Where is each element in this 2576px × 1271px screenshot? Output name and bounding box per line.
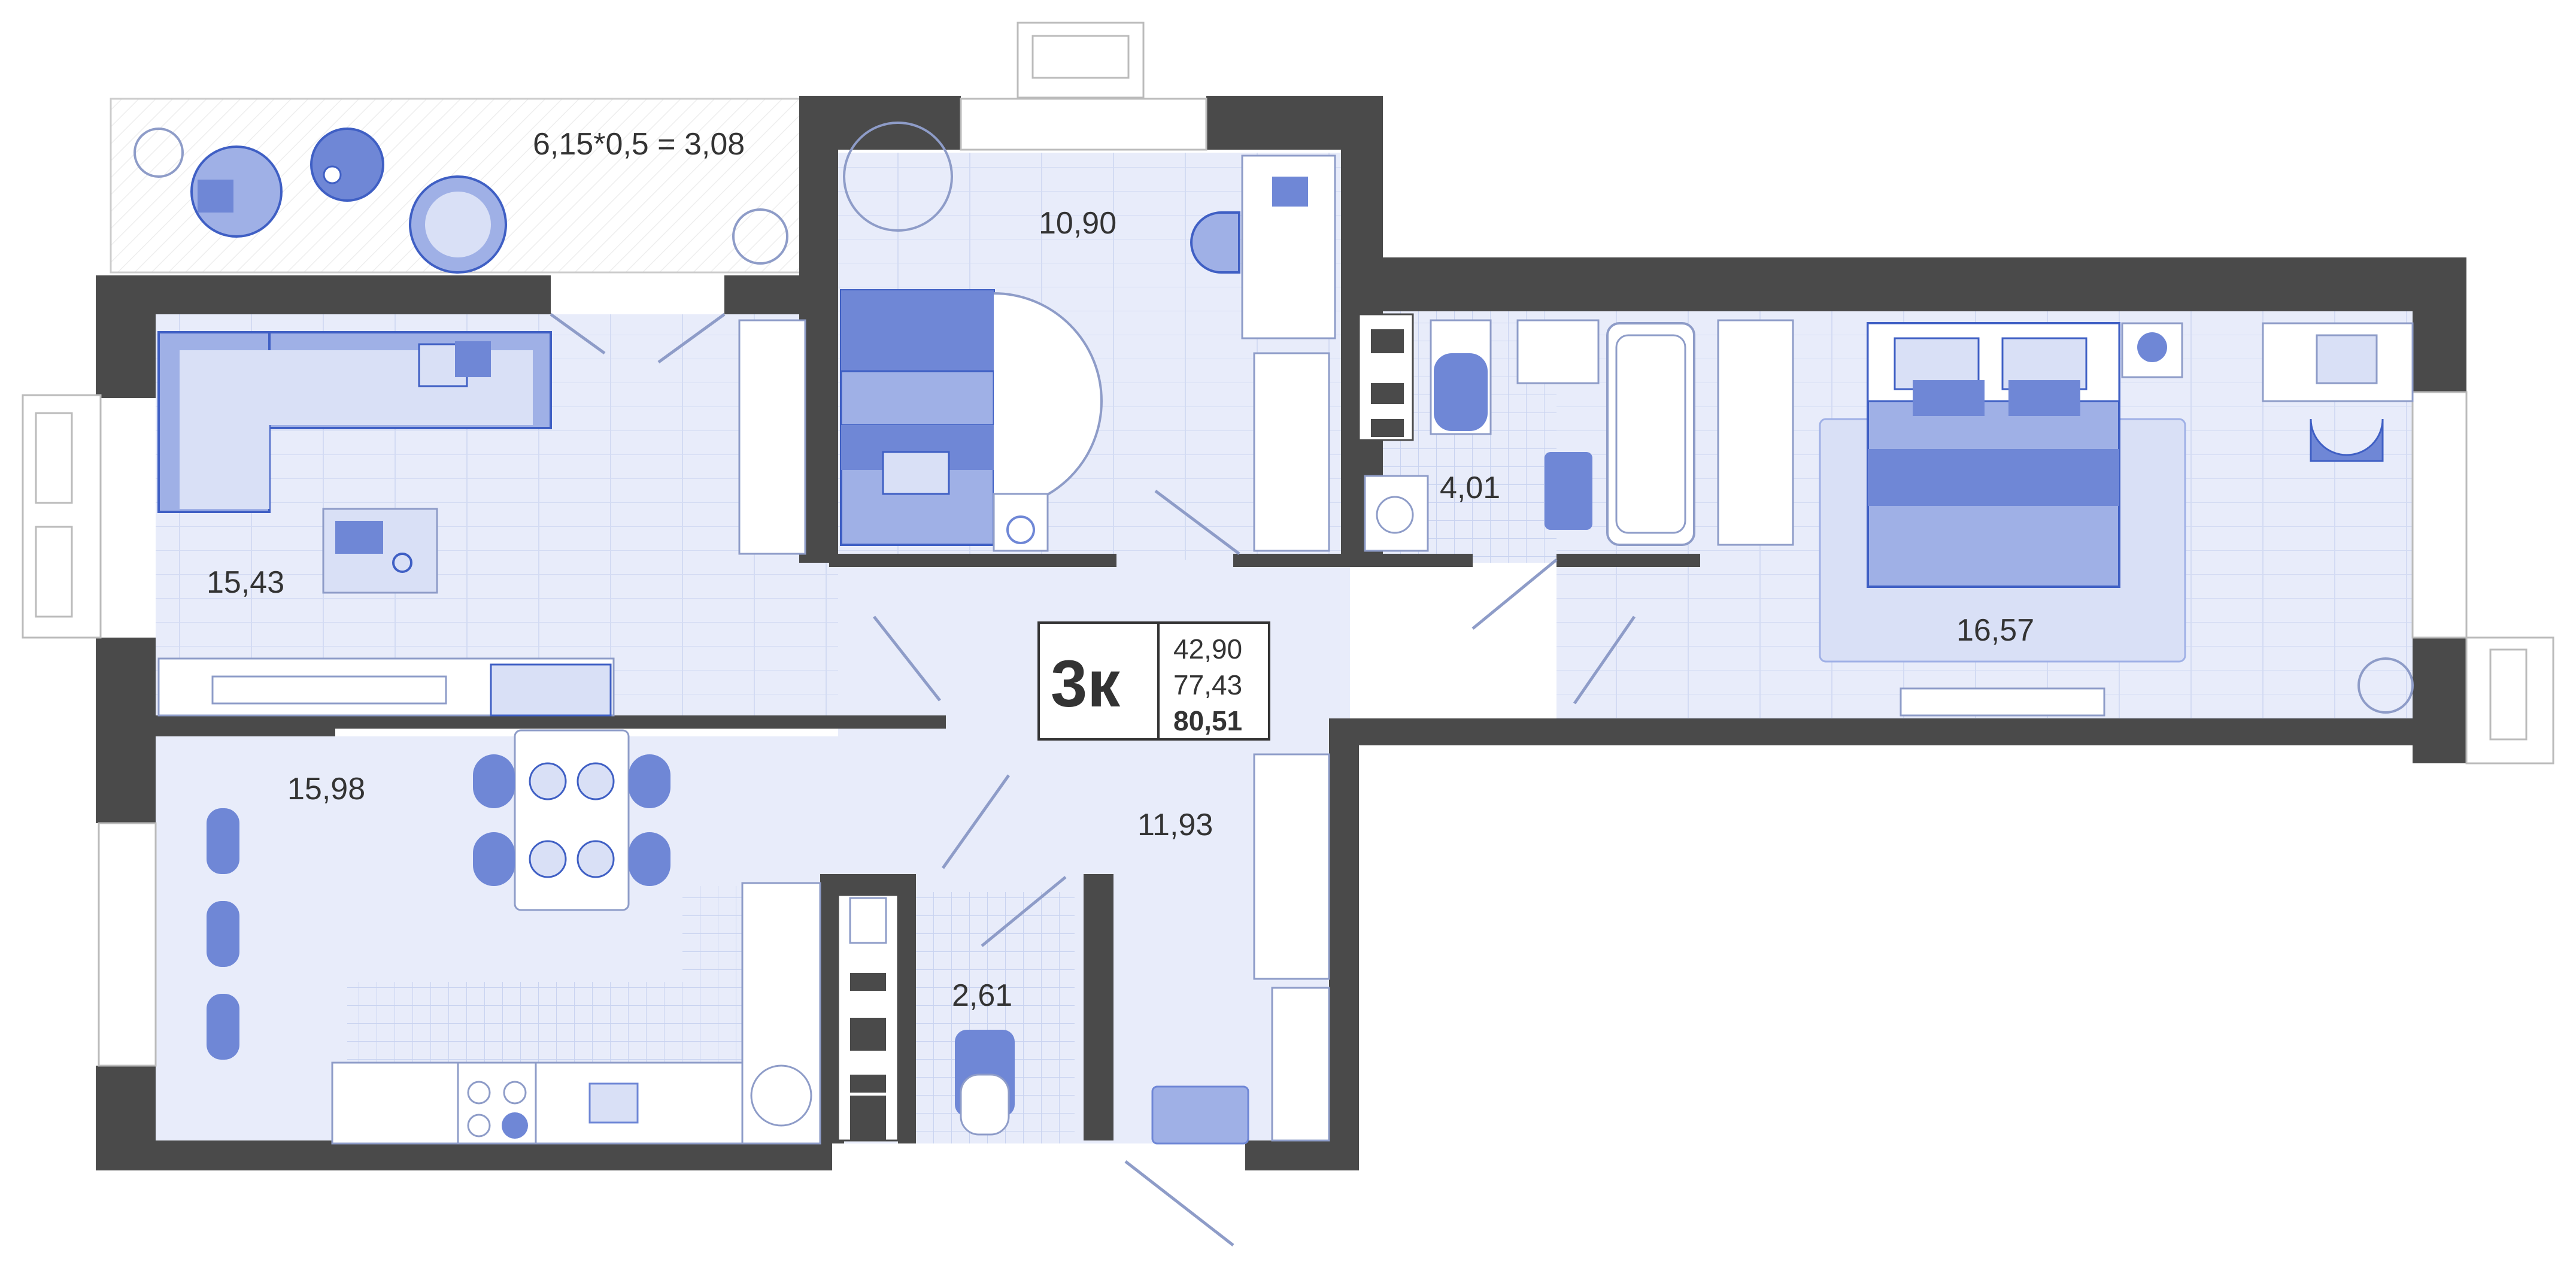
fridge [741, 882, 821, 1145]
radiator-kids [1253, 352, 1330, 552]
washing-machine [1364, 475, 1429, 552]
bathroom-fixtures [1358, 313, 1695, 552]
dining-table [514, 729, 630, 911]
doors [550, 313, 1636, 1246]
wc-area: 2,61 [952, 978, 1012, 1013]
shoe-rack [1271, 987, 1330, 1142]
balcony-plant-1 [133, 128, 184, 178]
windows [22, 22, 2554, 1067]
kitchen-counter [331, 1061, 747, 1145]
balcony-area: 6,15*0,5 = 3,08 [533, 127, 745, 162]
living-room-area: 15,43 [207, 565, 284, 600]
wc-fixtures [837, 894, 1015, 1142]
bathroom-area: 4,01 [1440, 471, 1500, 505]
bedroom-tv [1900, 687, 2105, 717]
balcony-plant-2 [732, 208, 788, 265]
kids-room-furniture [840, 122, 1336, 552]
bath-sink [1516, 319, 1600, 384]
radiator-living [738, 319, 806, 555]
living-room-furniture [157, 319, 806, 717]
balcony [110, 98, 806, 274]
living-area-total: 42,90 [1173, 633, 1242, 665]
hallway-furniture [1151, 753, 1330, 1145]
walls [96, 96, 2466, 1170]
bedroom-plant [2357, 657, 2414, 714]
kids-room-area: 10,90 [1039, 206, 1116, 241]
balcony-chair-1 [190, 145, 283, 238]
kitchen-furniture [207, 729, 821, 1145]
kids-nightstand [993, 493, 1049, 552]
bedroom-area: 16,57 [1956, 613, 2034, 648]
radiator-bedroom [1717, 319, 1794, 546]
apartment-area: 77,43 [1173, 669, 1242, 700]
hallway-area: 11,93 [1137, 808, 1213, 842]
bath-mat [1545, 452, 1592, 530]
apartment-badge: 3к 42,90 77,43 80,51 [1037, 621, 1270, 741]
apartment-area-with-balcony: 80,51 [1173, 705, 1242, 736]
bedroom-furniture [1717, 319, 2414, 717]
kitchen-area: 15,98 [287, 772, 365, 806]
sofa-pillow-2 [455, 341, 491, 377]
radiator-hall [1253, 753, 1330, 980]
bookshelf [490, 663, 612, 717]
apartment-type: 3к [1051, 647, 1121, 721]
balcony-table [310, 128, 384, 202]
kids-plant [843, 122, 953, 232]
door-mat [1151, 1085, 1249, 1145]
